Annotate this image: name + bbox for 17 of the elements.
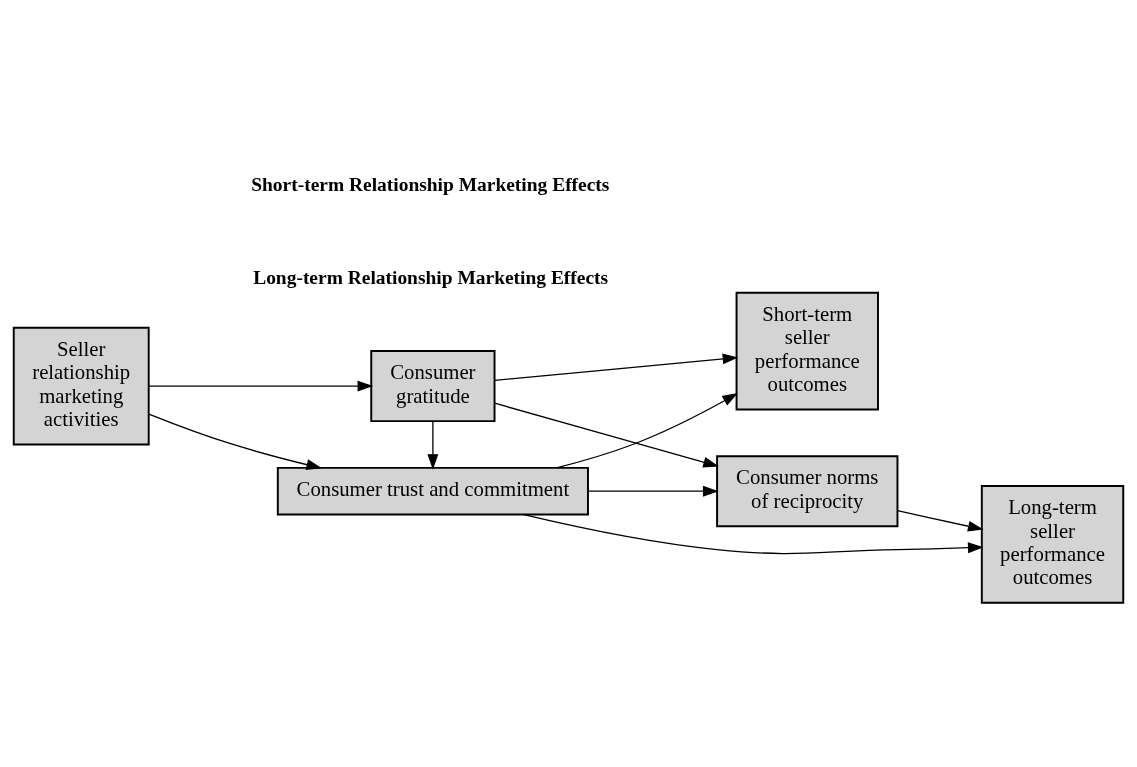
arrow [148,380,374,392]
arrow [896,510,984,532]
node-box: Short-term seller performance outcomes [735,291,879,411]
node-box: Consumer gratitude [370,350,496,423]
label: Long-term Relationship Marketing Effects [253,267,609,289]
node-box: Long-term seller performance outcomes [980,485,1125,604]
label: Short-term Relationship Marketing Effects [251,173,610,195]
arrow [555,393,739,469]
node-box: Consumer norms of reciprocity [716,455,899,528]
node-box: Seller relationship marketing activities [12,326,150,446]
arrow [148,413,322,470]
arrow [494,353,739,382]
arrow [523,513,984,555]
arrow [494,402,719,468]
node-box: Consumer trust and commitment [276,466,589,516]
arrow [587,485,719,497]
arrow [427,420,439,470]
